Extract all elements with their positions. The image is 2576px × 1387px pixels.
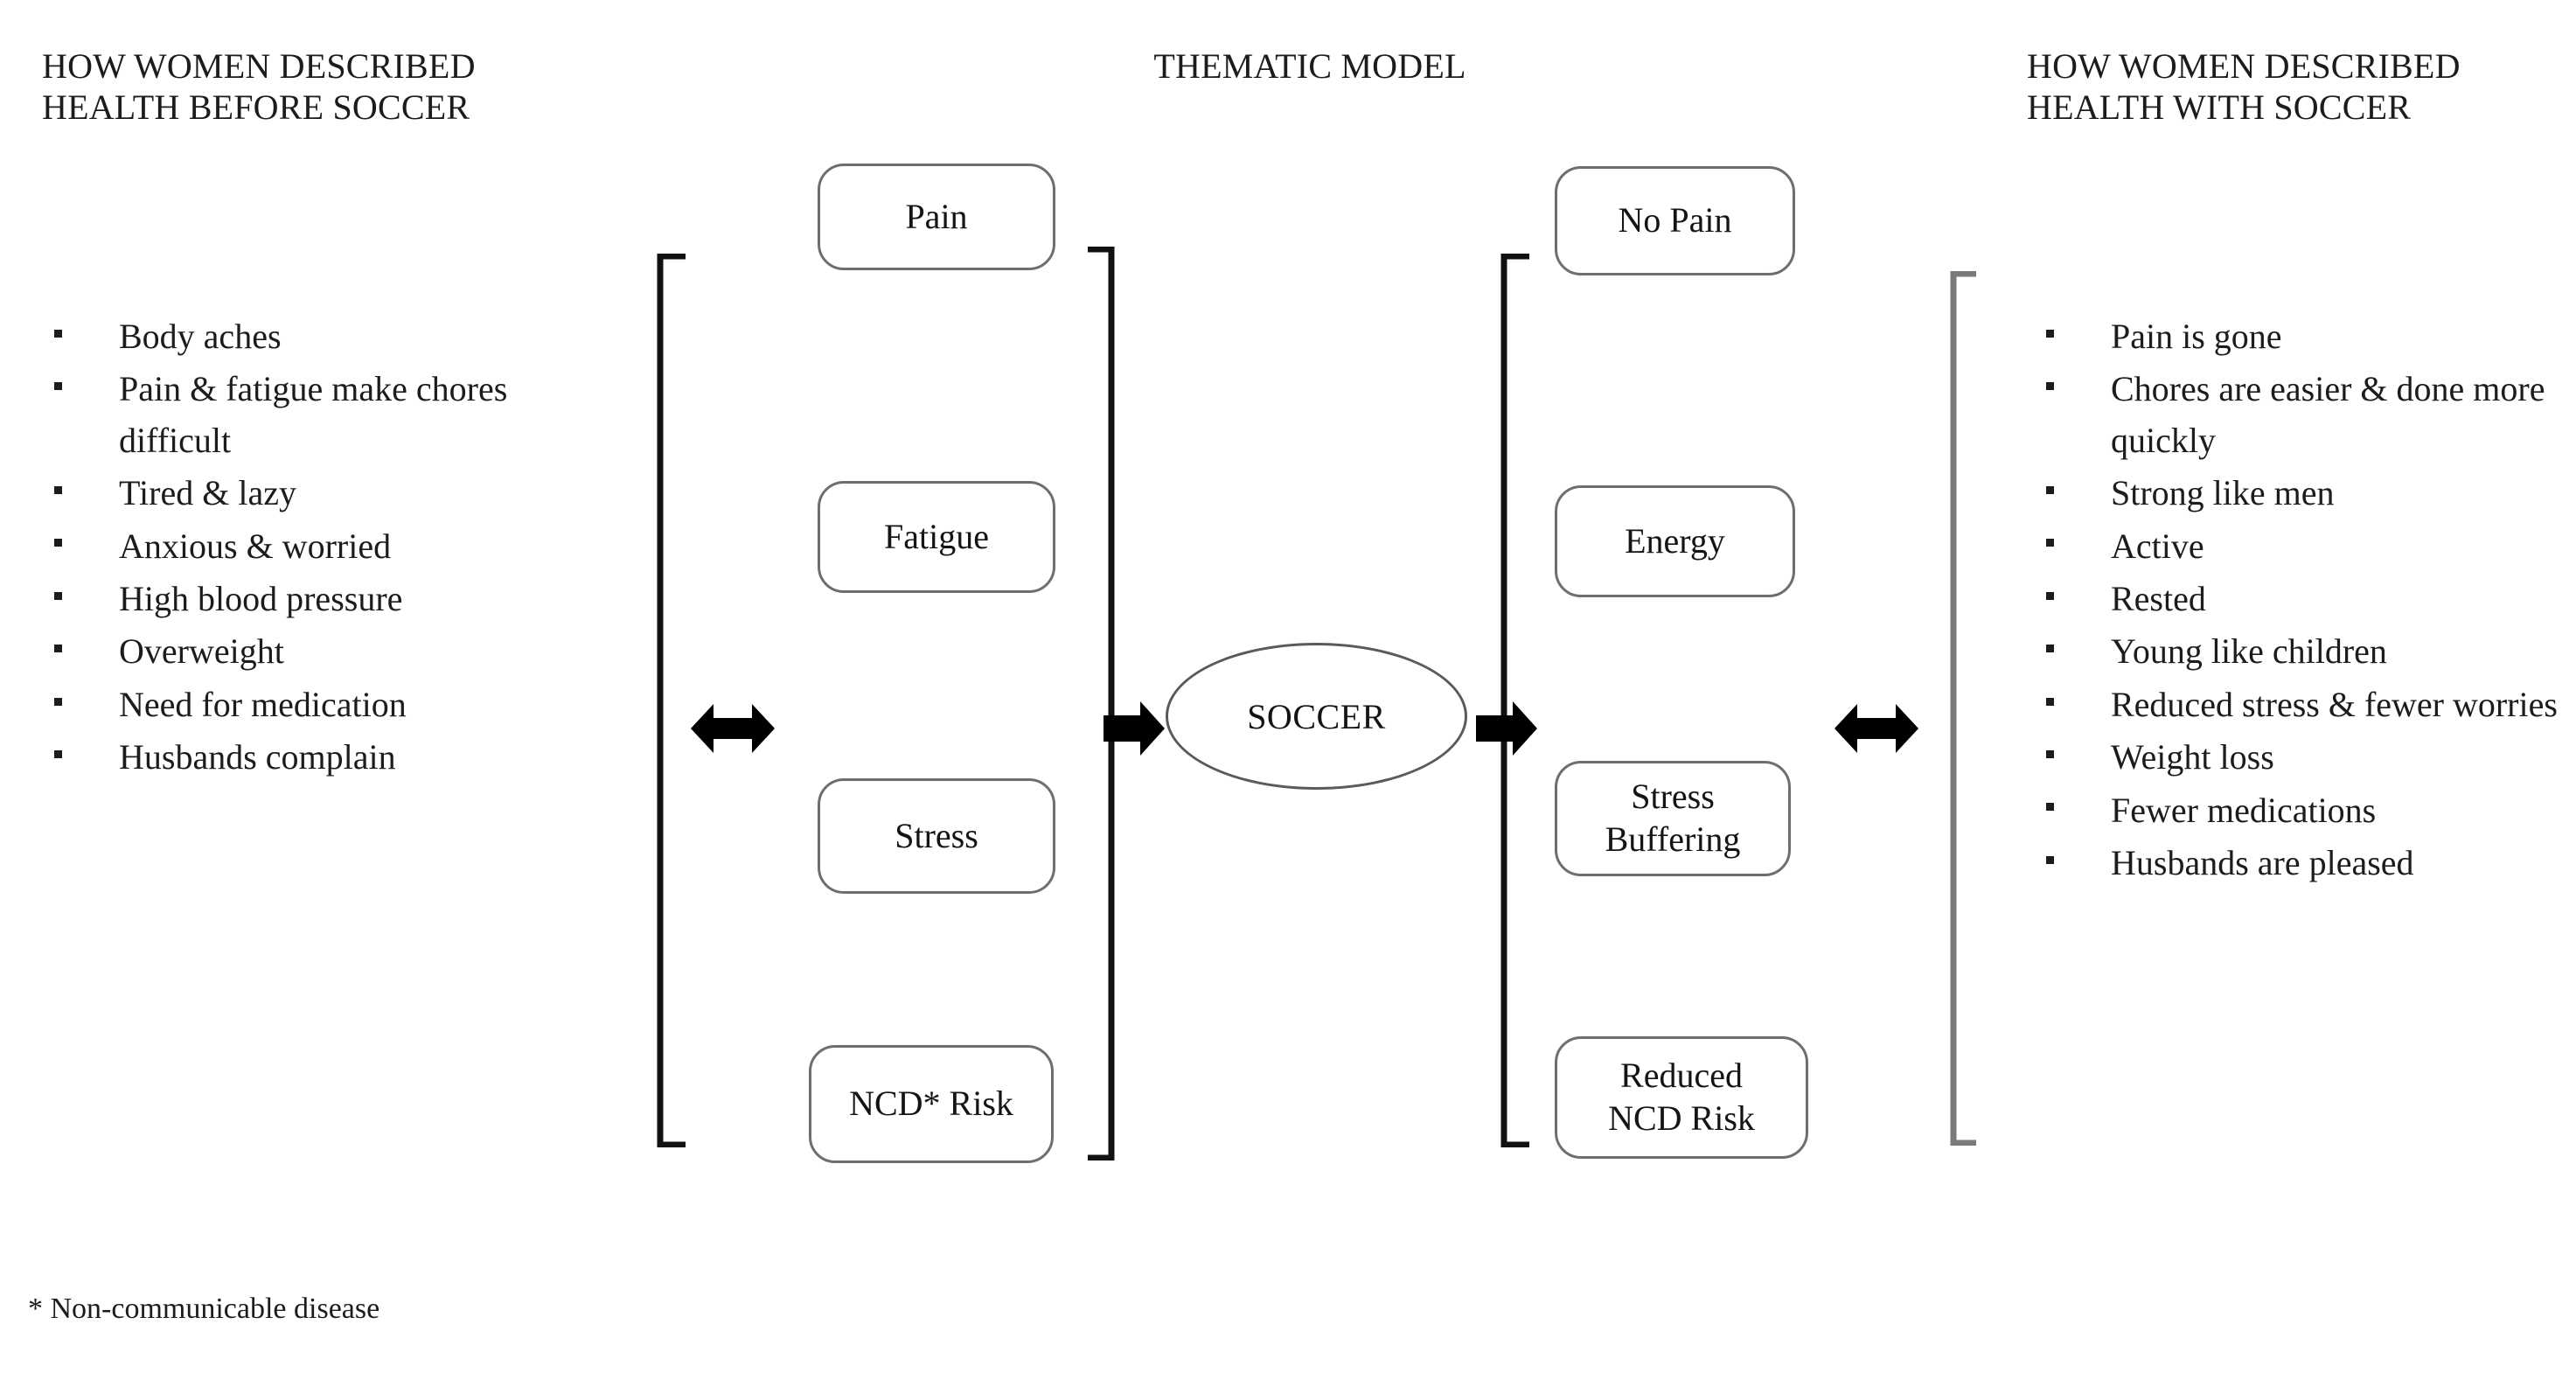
list-item: High blood pressure bbox=[35, 574, 612, 624]
list-item-label: Anxious & worried bbox=[119, 526, 392, 566]
bracket-before-themes bbox=[1083, 247, 1117, 1160]
list-item-label: Pain & fatigue make chores difficult bbox=[119, 369, 508, 460]
heading-thematic-model: THEMATIC MODEL bbox=[1153, 46, 1466, 86]
list-item: Active bbox=[2027, 521, 2576, 572]
theme-box-pain[interactable]: Pain bbox=[818, 164, 1055, 270]
list-item: Need for medication bbox=[35, 680, 612, 730]
list-item-label: Tired & lazy bbox=[119, 473, 296, 513]
list-item-label: Rested bbox=[2111, 578, 2206, 618]
list-item-label: Fewer medications bbox=[2111, 790, 2377, 830]
list-item: Fewer medications bbox=[2027, 785, 2576, 836]
heading-before-soccer: HOW WOMEN DESCRIBED HEALTH BEFORE SOCCER bbox=[42, 46, 476, 128]
theme-box-reduced-ncd-risk[interactable]: Reduced NCD Risk bbox=[1555, 1036, 1808, 1159]
list-item: Anxious & worried bbox=[35, 521, 612, 572]
bullet-point-icon bbox=[2046, 645, 2054, 653]
list-item: Husbands are pleased bbox=[2027, 838, 2576, 889]
theme-box-fatigue[interactable]: Fatigue bbox=[818, 481, 1055, 593]
theme-box-no-pain[interactable]: No Pain bbox=[1555, 166, 1795, 275]
list-item: Chores are easier & done more quickly bbox=[2027, 364, 2576, 466]
list-item: Husbands complain bbox=[35, 732, 612, 783]
list-item-label: Overweight bbox=[119, 631, 284, 672]
bullet-point-icon bbox=[2046, 855, 2054, 864]
double-arrow-icon-right bbox=[1835, 695, 1918, 762]
theme-box-stress-buffering[interactable]: Stress Buffering bbox=[1555, 761, 1791, 876]
list-item-label: Active bbox=[2111, 526, 2204, 566]
list-item: Tired & lazy bbox=[35, 468, 612, 519]
bracket-after-list bbox=[1948, 271, 1983, 1146]
bullet-point-icon bbox=[54, 749, 62, 758]
bullet-point-icon bbox=[54, 485, 62, 494]
bullet-point-icon bbox=[54, 591, 62, 600]
bullet-point-icon bbox=[2046, 539, 2054, 547]
bracket-after-themes bbox=[1500, 254, 1535, 1147]
bullet-point-icon bbox=[54, 539, 62, 547]
list-item-label: Pain is gone bbox=[2111, 317, 2282, 356]
list-item: Body aches bbox=[35, 311, 612, 362]
bullet-point-icon bbox=[2046, 697, 2054, 706]
arrow-right-icon-out-of-soccer bbox=[1476, 700, 1537, 757]
list-item-label: Husbands complain bbox=[119, 737, 396, 777]
list-item: Pain & fatigue make chores difficult bbox=[35, 364, 612, 466]
theme-box-energy[interactable]: Energy bbox=[1555, 485, 1795, 597]
list-item: Rested bbox=[2027, 574, 2576, 624]
list-item: Strong like men bbox=[2027, 468, 2576, 519]
bullet-point-icon bbox=[2046, 485, 2054, 494]
arrow-right-icon-into-soccer bbox=[1104, 700, 1165, 757]
bullet-point-icon bbox=[2046, 329, 2054, 338]
list-item-label: Body aches bbox=[119, 317, 282, 356]
list-item-label: High blood pressure bbox=[119, 578, 403, 618]
list-item-label: Need for medication bbox=[119, 684, 407, 724]
bullet-point-icon bbox=[2046, 591, 2054, 600]
list-item: Overweight bbox=[35, 626, 612, 677]
bullet-point-icon bbox=[54, 329, 62, 338]
bullet-point-icon bbox=[2046, 382, 2054, 391]
list-item: Young like children bbox=[2027, 626, 2576, 677]
bullet-point-icon bbox=[2046, 749, 2054, 758]
list-item-label: Reduced stress & fewer worries bbox=[2111, 684, 2558, 724]
list-item-label: Weight loss bbox=[2111, 737, 2274, 777]
before-soccer-list: Body aches Pain & fatigue make chores di… bbox=[35, 311, 612, 785]
list-item-label: Husbands are pleased bbox=[2111, 842, 2414, 882]
double-arrow-icon-left bbox=[691, 695, 775, 762]
heading-with-soccer: HOW WOMEN DESCRIBED HEALTH WITH SOCCER bbox=[2027, 46, 2461, 128]
soccer-node[interactable]: SOCCER bbox=[1166, 643, 1467, 790]
theme-box-stress[interactable]: Stress bbox=[818, 778, 1055, 894]
footnote-ncd-definition: * Non-communicable disease bbox=[28, 1293, 380, 1325]
list-item-label: Young like children bbox=[2111, 631, 2387, 672]
theme-box-ncd-risk[interactable]: NCD* Risk bbox=[809, 1045, 1054, 1163]
list-item: Reduced stress & fewer worries bbox=[2027, 680, 2576, 730]
bullet-point-icon bbox=[54, 645, 62, 653]
list-item: Pain is gone bbox=[2027, 311, 2576, 362]
bullet-point-icon bbox=[2046, 803, 2054, 812]
bullet-point-icon bbox=[54, 697, 62, 706]
list-item: Weight loss bbox=[2027, 732, 2576, 783]
bullet-point-icon bbox=[54, 382, 62, 391]
with-soccer-list: Pain is gone Chores are easier & done mo… bbox=[2027, 311, 2576, 890]
bracket-before-list bbox=[656, 254, 691, 1147]
list-item-label: Strong like men bbox=[2111, 473, 2335, 513]
list-item-label: Chores are easier & done more quickly bbox=[2111, 369, 2545, 460]
